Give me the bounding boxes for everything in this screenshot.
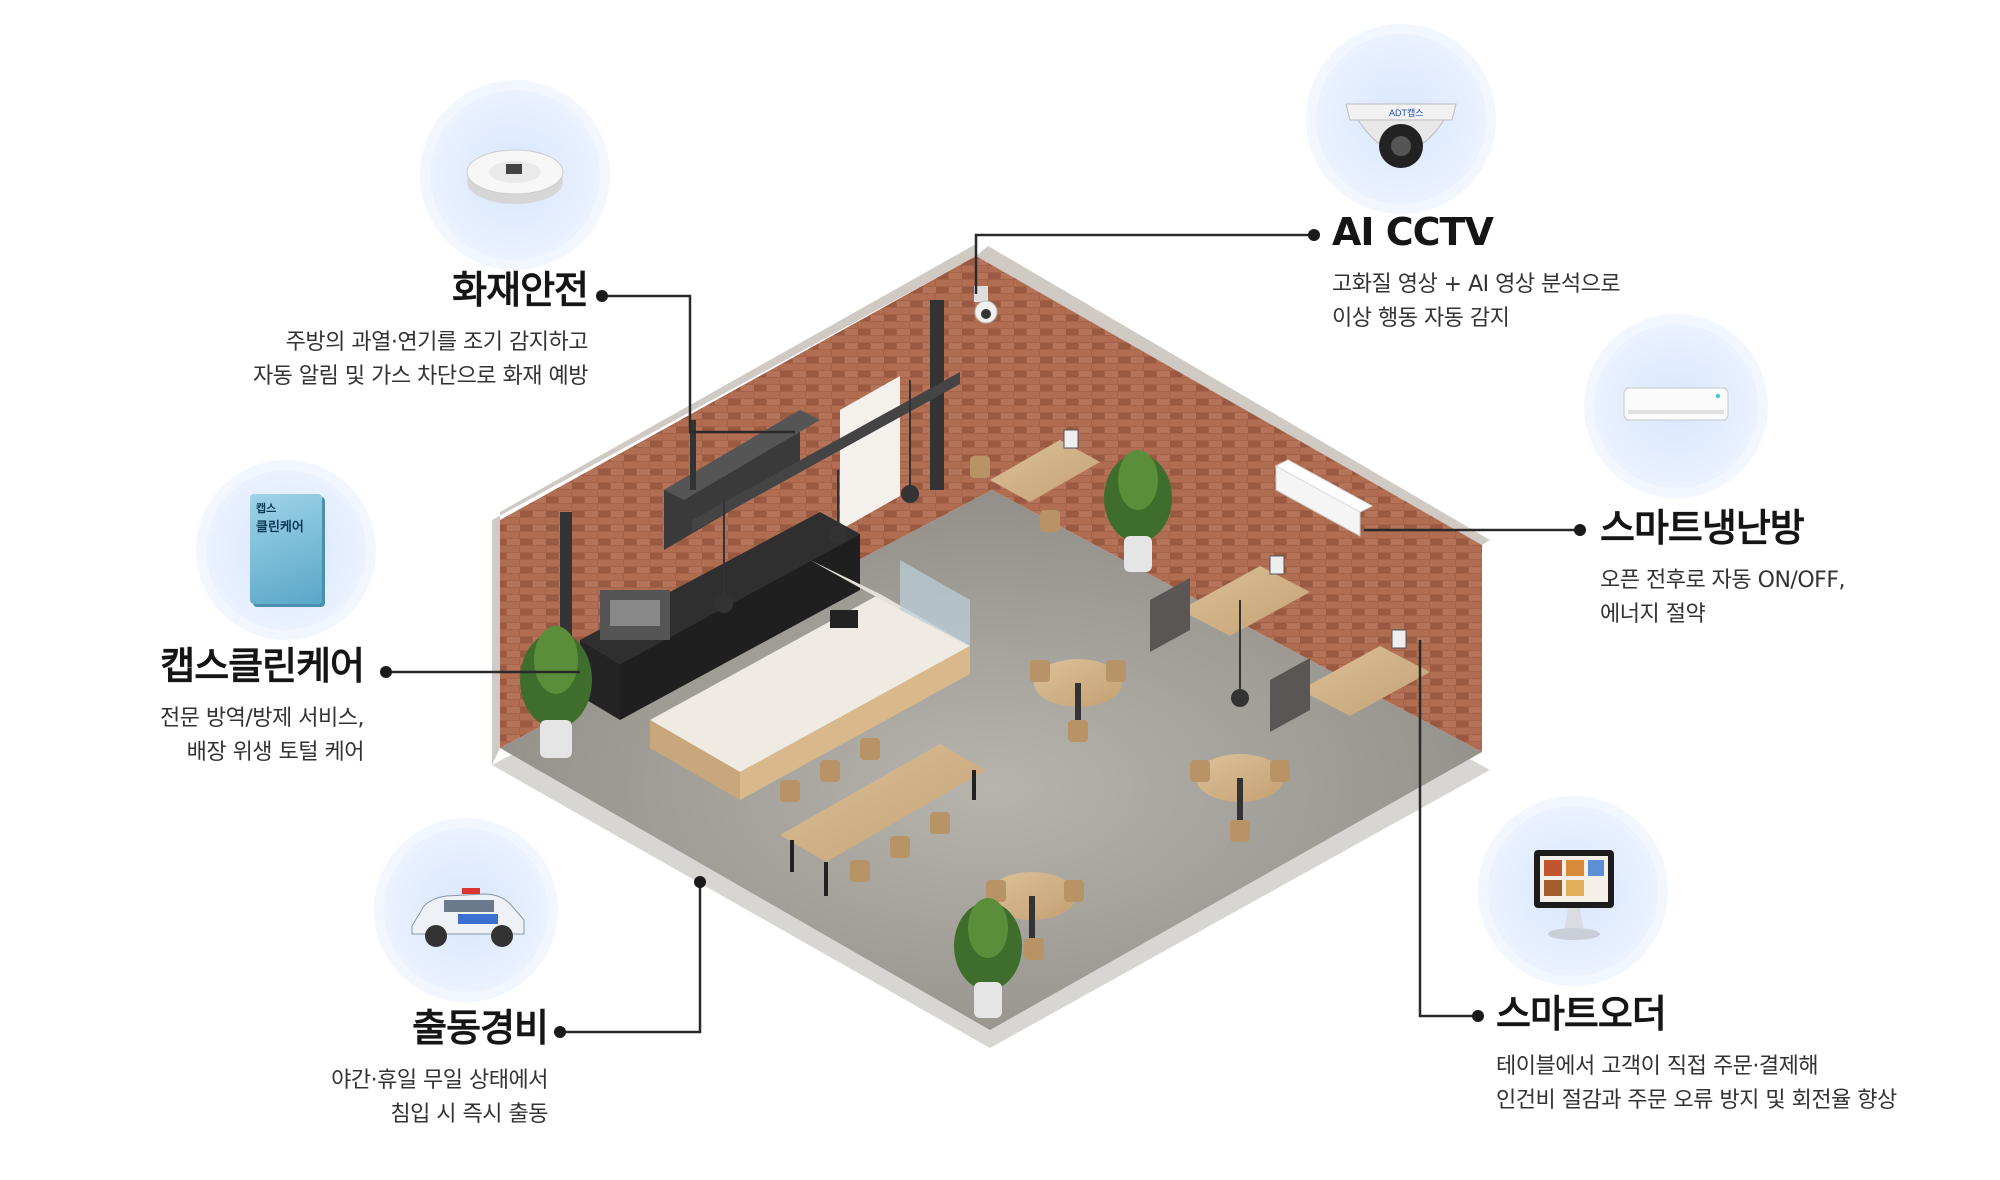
feature-order: 스마트오더 테이블에서 고객이 직접 주문·결제해 인건비 절감과 주문 오류 … <box>1496 992 1897 1118</box>
feature-clean-title: 캡스클린케어 <box>160 644 365 688</box>
clean-care-box-label: 캡스 <box>256 502 277 515</box>
feature-fire: 화재안전 주방의 과열·연기를 조기 감지하고 자동 알림 및 가스 차단으로 … <box>252 268 589 394</box>
clean-care-box-icon: 캡스 클린케어 <box>250 494 322 604</box>
feature-hvac: 스마트냉난방 오픈 전후로 자동 ON/OFF, 에너지 절약 <box>1600 506 1845 632</box>
feature-cctv-title: AI CCTV <box>1332 210 1494 254</box>
order-kiosk-icon <box>1534 850 1614 940</box>
guard-icon-circle <box>384 828 548 992</box>
feature-cctv-desc: 고화질 영상 + AI 영상 분석으로 이상 행동 자동 감지 <box>1332 268 1621 336</box>
feature-guard-desc: 야간·휴일 무일 상태에서 침입 시 즉시 출동 <box>331 1064 548 1132</box>
feature-clean: 캡스클린케어 전문 방역/방제 서비스, 배장 위생 토털 케어 <box>159 644 365 770</box>
feature-fire-title: 화재안전 <box>452 268 589 312</box>
plant <box>954 898 1022 1018</box>
table-tablets <box>1063 429 1407 649</box>
feature-hvac-desc-line: 오픈 전후로 자동 ON/OFF, <box>1600 567 1845 593</box>
feature-clean-desc: 전문 방역/방제 서비스, 배장 위생 토털 케어 <box>159 702 365 770</box>
round-table <box>988 872 1076 946</box>
feature-cctv-desc-line: 이상 행동 자동 감지 <box>1332 305 1510 331</box>
feature-guard-desc-line: 야간·휴일 무일 상태에서 <box>331 1067 548 1093</box>
connector-dots <box>380 229 1586 1038</box>
air-conditioner-icon <box>1623 387 1729 421</box>
feature-cctv-desc-line: 고화질 영상 + AI 영상 분석으로 <box>1332 271 1621 297</box>
feature-order-desc-line: 테이블에서 고객이 직접 주문·결제해 <box>1496 1053 1819 1079</box>
feature-guard: 출동경비 야간·휴일 무일 상태에서 침입 시 즉시 출동 <box>331 1006 549 1132</box>
fire-icon-circle <box>430 90 600 260</box>
feature-fire-desc: 주방의 과열·연기를 조기 감지하고 자동 알림 및 가스 차단으로 화재 예방 <box>252 326 589 394</box>
cctv-icon-circle: ADT캡스 <box>1316 34 1486 204</box>
back-counter <box>580 512 860 720</box>
feature-clean-desc-line: 배장 위생 토털 케어 <box>186 739 365 765</box>
feature-guard-title: 출동경비 <box>412 1006 549 1050</box>
right-brick-wall <box>976 246 1490 752</box>
feature-guard-desc-line: 침입 시 즉시 출동 <box>390 1101 548 1127</box>
hvac-icon-circle <box>1594 324 1758 488</box>
pendant-lamps <box>715 380 1249 707</box>
cctv-brand-label: ADT캡스 <box>1389 107 1424 118</box>
plant <box>520 626 592 758</box>
wall-cctv-camera <box>974 286 998 324</box>
plant <box>1104 450 1172 572</box>
feature-order-desc-line: 인건비 절감과 주문 오류 방지 및 회전율 향상 <box>1496 1087 1897 1113</box>
feature-order-desc: 테이블에서 고객이 직접 주문·결제해 인건비 절감과 주문 오류 방지 및 회… <box>1496 1050 1897 1118</box>
clean-icon-circle: 캡스 클린케어 <box>206 470 366 630</box>
round-table <box>1034 659 1122 733</box>
feature-hvac-title: 스마트냉난방 <box>1600 506 1805 550</box>
table <box>990 440 1100 502</box>
wall-air-conditioner <box>1274 459 1374 537</box>
feature-hvac-desc-line: 에너지 절약 <box>1600 601 1706 627</box>
booth-table <box>1270 646 1430 732</box>
long-table <box>780 744 986 896</box>
order-icon-circle <box>1488 806 1658 976</box>
clean-care-box-label: 클린케어 <box>256 520 304 535</box>
cctv-camera-icon: ADT캡스 <box>1345 103 1457 168</box>
smoke-detector-icon <box>466 149 564 204</box>
feature-fire-desc-line: 주방의 과열·연기를 조기 감지하고 <box>285 329 589 355</box>
security-car-icon <box>411 888 525 947</box>
feature-hvac-desc: 오픈 전후로 자동 ON/OFF, 에너지 절약 <box>1600 564 1845 632</box>
front-counter <box>650 560 970 800</box>
feature-cctv: AI CCTV 고화질 영상 + AI 영상 분석으로 이상 행동 자동 감지 <box>1332 210 1621 336</box>
booth-table <box>1150 566 1310 652</box>
feature-fire-desc-line: 자동 알림 및 가스 차단으로 화재 예방 <box>252 363 589 389</box>
chairs <box>780 456 1290 960</box>
feature-clean-desc-line: 전문 방역/방제 서비스, <box>159 705 365 731</box>
connector-lines <box>386 233 1580 1034</box>
feature-order-title: 스마트오더 <box>1496 992 1667 1036</box>
round-table <box>1196 754 1284 828</box>
